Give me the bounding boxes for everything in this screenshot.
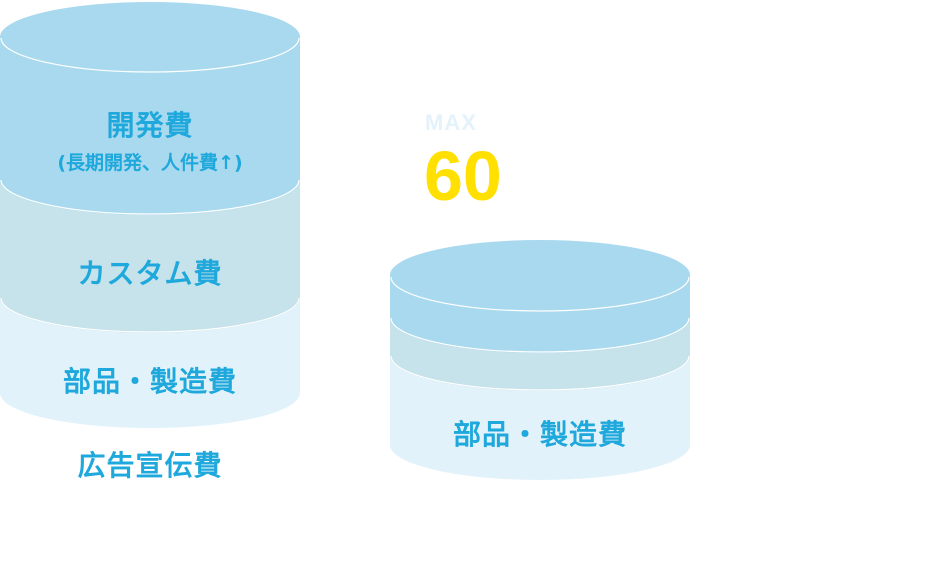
max-label: MAX <box>425 110 477 135</box>
left-layer-development <box>0 37 300 215</box>
left-advertising-caption: 広告宣伝費 <box>77 449 223 482</box>
left-development-label: 開発費 <box>106 109 194 142</box>
left-development-sublabel: (長期開発、人件費↑) <box>57 152 243 174</box>
max-value: 60 <box>424 137 502 215</box>
left-rim-development <box>0 179 300 215</box>
left-rim-custom <box>0 297 300 333</box>
right-rim-top <box>390 276 690 312</box>
left-parts-label: 部品・製造費 <box>62 365 237 398</box>
left-top-face <box>0 2 300 72</box>
right-top-face <box>390 240 690 310</box>
left-custom-label: カスタム費 <box>77 257 223 290</box>
right-parts-label: 部品・製造費 <box>452 418 627 451</box>
left-layer-custom <box>0 180 300 333</box>
right-rim-custom <box>390 355 690 391</box>
left-rim-top <box>0 37 300 73</box>
right-rim-development <box>390 317 690 353</box>
